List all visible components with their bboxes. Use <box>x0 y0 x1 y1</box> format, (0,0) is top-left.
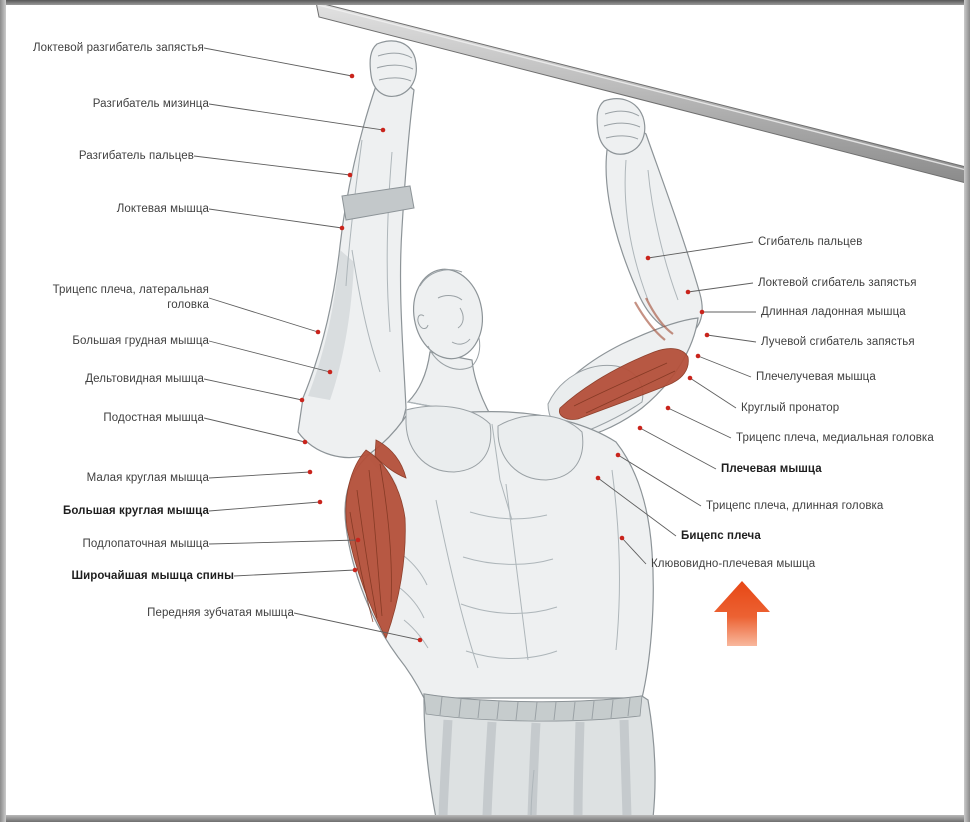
muscle-label: Сгибатель пальцев <box>758 236 863 248</box>
muscle-label: Плечевая мышца <box>721 463 822 475</box>
figure-hands <box>369 40 646 155</box>
muscle-label: Клювовидно-плечевая мышца <box>651 558 816 570</box>
muscle-label: Плечелучевая мышца <box>756 371 876 383</box>
figure-shorts <box>423 693 656 819</box>
direction-up-arrow <box>714 581 770 646</box>
muscle-label: Трицепс плеча, длинная головка <box>706 500 884 512</box>
frame-edge-left <box>0 0 6 822</box>
muscle-label: Локтевой сгибатель запястья <box>758 277 917 289</box>
muscle-label: Передняя зубчатая мышца <box>147 607 294 619</box>
muscle-label: Трицепс плеча, латеральная головка <box>52 284 209 311</box>
frame-edge-top <box>0 0 970 5</box>
muscle-label: Большая круглая мышца <box>62 505 209 517</box>
muscle-label: Подостная мышца <box>103 412 204 424</box>
muscle-label: Длинная ладонная мышца <box>761 306 906 318</box>
elbow-strap <box>341 185 415 221</box>
muscle-label: Бицепс плеча <box>681 530 761 542</box>
muscle-label: Большая грудная мышца <box>72 335 209 347</box>
highlighted-muscles <box>345 297 689 639</box>
muscle-label: Малая круглая мышца <box>86 472 209 484</box>
muscle-label: Подлопаточная мышца <box>82 538 209 550</box>
frame-edge-bottom <box>0 815 970 822</box>
pull-up-bar <box>315 1 970 185</box>
leader-lines-left <box>193 47 421 641</box>
figure-torso <box>344 405 654 699</box>
muscle-label: Дельтовидная мышца <box>85 373 204 385</box>
frame-edge-right <box>964 0 970 822</box>
muscle-label: Круглый пронатор <box>741 402 840 414</box>
muscle-label: Трицепс плеча, медиальная головка <box>736 432 934 444</box>
muscle-label: Широчайшая мышца спины <box>71 570 234 582</box>
muscle-label: Лучевой сгибатель запястья <box>761 336 915 348</box>
leader-lines-right <box>597 241 757 565</box>
muscle-marker-dots <box>299 73 710 643</box>
muscle-label: Разгибатель пальцев <box>78 150 194 162</box>
muscle-label: Локтевой разгибатель запястья <box>33 42 204 54</box>
muscle-label: Разгибатель мизинца <box>92 98 209 110</box>
muscle-label: Локтевая мышца <box>116 203 209 215</box>
